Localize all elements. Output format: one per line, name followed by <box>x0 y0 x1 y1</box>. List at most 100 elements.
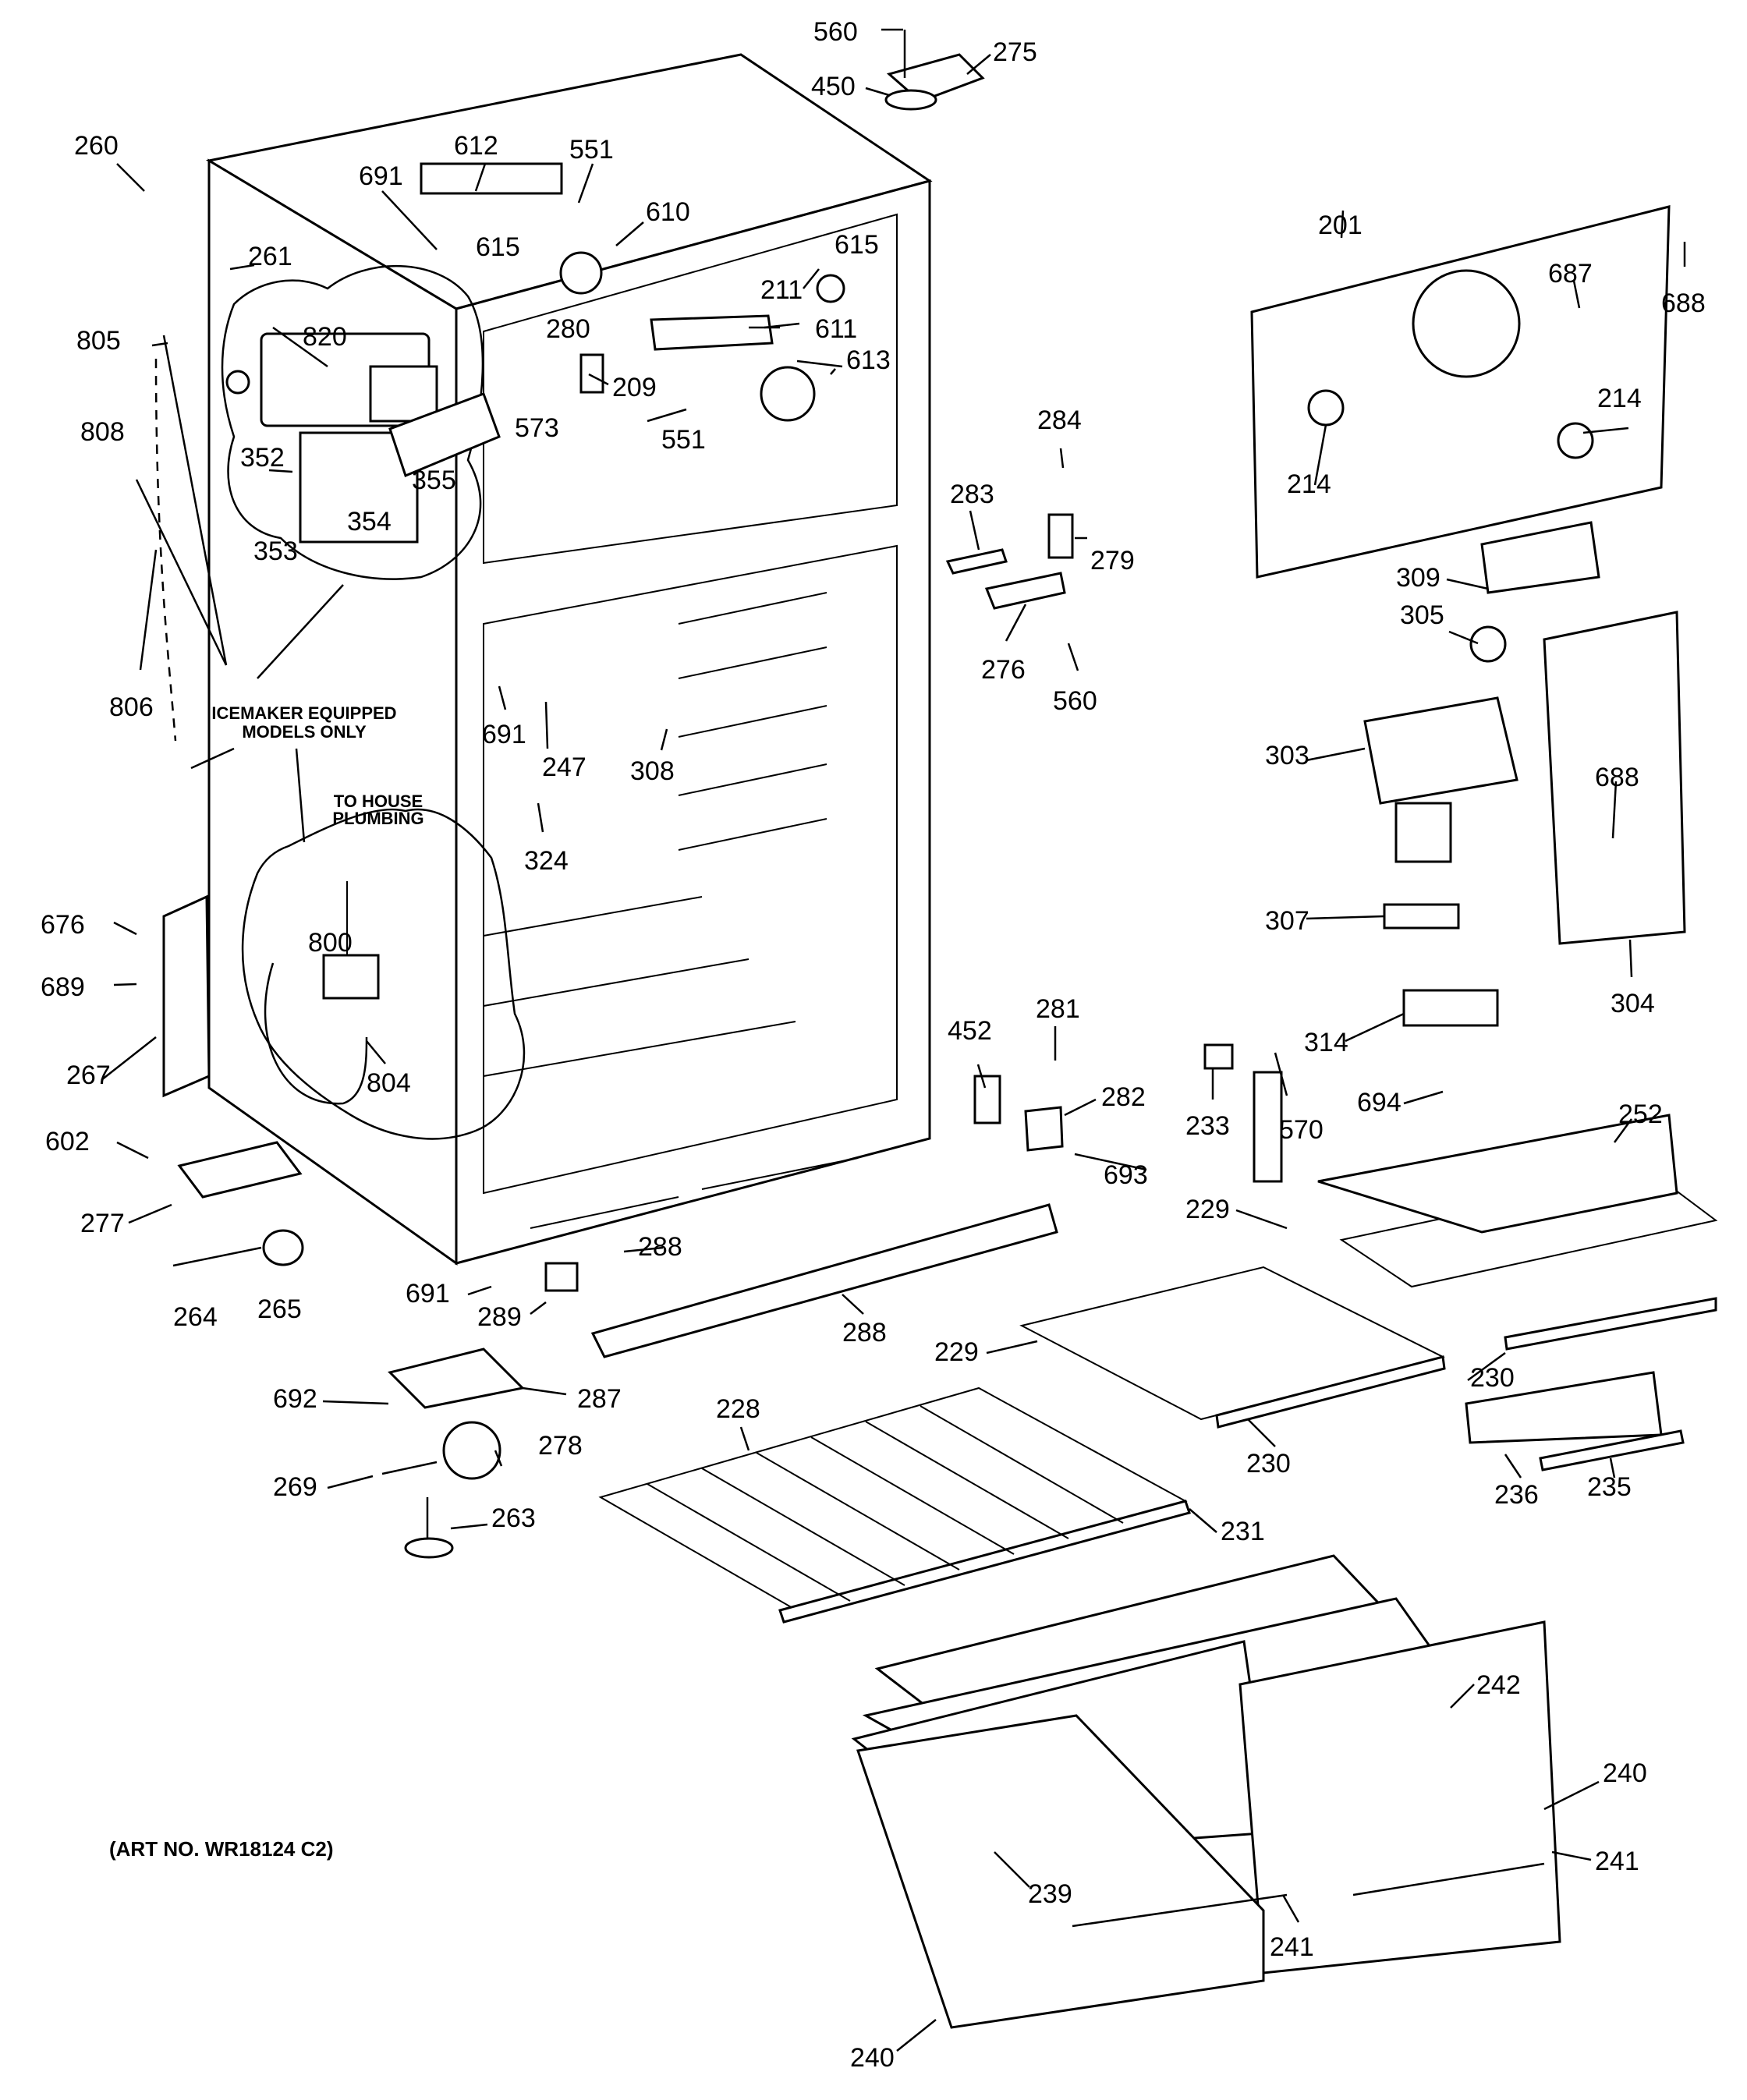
part-label: 229 <box>934 1337 979 1367</box>
part-label: 610 <box>646 197 690 227</box>
part-label: 261 <box>248 242 292 271</box>
part-label: 231 <box>1221 1517 1265 1546</box>
part-label: 688 <box>1661 289 1706 318</box>
part-label: 284 <box>1037 405 1082 435</box>
part-label: 279 <box>1090 546 1135 575</box>
part-label: 304 <box>1611 989 1655 1018</box>
part-label: 247 <box>542 753 586 782</box>
part-label: 611 <box>815 314 857 344</box>
part-label: 676 <box>41 910 85 940</box>
part-label: 693 <box>1104 1160 1148 1190</box>
part-label: 352 <box>240 443 285 473</box>
part-label: 201 <box>1318 211 1363 240</box>
part-label: 214 <box>1287 469 1331 499</box>
part-label: 280 <box>546 314 590 344</box>
plumbing-note-line1: TO HOUSE <box>334 791 423 811</box>
part-label: 560 <box>813 17 858 47</box>
part-label: 252 <box>1618 1100 1663 1129</box>
plumbing-note-line2: PLUMBING <box>332 809 423 828</box>
part-label: 230 <box>1246 1449 1291 1478</box>
water-valve-detail <box>241 808 526 1140</box>
part-label: 452 <box>948 1016 992 1046</box>
part-label: 687 <box>1548 259 1593 289</box>
part-label: 324 <box>524 846 569 876</box>
part-label: 230 <box>1470 1363 1515 1393</box>
shelves <box>598 1114 1718 1624</box>
icemaker-note-line1: ICEMAKER EQUIPPED <box>211 703 396 723</box>
part-label: 820 <box>303 322 347 352</box>
part-label: 307 <box>1265 906 1309 936</box>
part-label: 355 <box>412 466 456 495</box>
part-label: 615 <box>835 230 879 260</box>
part-label: 287 <box>577 1384 622 1414</box>
part-label: 691 <box>482 720 526 749</box>
part-label: 613 <box>846 345 891 375</box>
part-label: 267 <box>66 1061 111 1090</box>
part-label: 309 <box>1396 563 1440 593</box>
part-label: 211 <box>760 275 803 305</box>
part-label: 241 <box>1595 1847 1639 1876</box>
art-number: (ART NO. WR18124 C2) <box>109 1837 334 1861</box>
part-label: 275 <box>993 37 1037 67</box>
part-label: 260 <box>74 131 119 161</box>
part-label: 800 <box>308 928 353 958</box>
part-label: 689 <box>41 972 85 1002</box>
icemaker-detail <box>221 264 501 580</box>
part-label: 308 <box>630 756 675 786</box>
part-label: 305 <box>1400 600 1444 630</box>
part-label: 228 <box>716 1394 760 1424</box>
part-label: 303 <box>1265 741 1309 770</box>
part-label: 288 <box>638 1232 682 1262</box>
part-label: 233 <box>1185 1111 1230 1141</box>
leader-lines <box>101 28 1686 2052</box>
part-label: 209 <box>612 373 657 402</box>
part-label: 806 <box>109 692 154 722</box>
part-label: 551 <box>569 135 614 165</box>
part-label: 804 <box>367 1068 411 1098</box>
part-label: 288 <box>842 1318 887 1347</box>
top-hinge <box>884 30 985 111</box>
part-labels: 560 275 450 260 612 551 691 610 261 615 … <box>41 17 1706 2073</box>
part-label: 283 <box>950 480 994 509</box>
part-label: 242 <box>1476 1670 1521 1700</box>
part-label: 692 <box>273 1384 317 1414</box>
bottom-parts <box>381 1203 1058 1559</box>
part-label: 277 <box>80 1209 125 1238</box>
hinge-brackets <box>162 513 1283 1267</box>
part-label: 214 <box>1597 384 1642 413</box>
part-label: 354 <box>347 507 392 537</box>
part-label: 263 <box>491 1503 536 1533</box>
part-label: 353 <box>253 537 298 566</box>
part-label: 289 <box>477 1302 522 1332</box>
part-label: 560 <box>1053 686 1097 716</box>
part-label: 691 <box>359 161 403 191</box>
part-label: 240 <box>1603 1758 1647 1788</box>
part-label: 314 <box>1304 1028 1348 1057</box>
part-label: 269 <box>273 1472 317 1502</box>
part-label: 282 <box>1101 1082 1146 1112</box>
part-label: 805 <box>76 326 121 356</box>
notes: ICEMAKER EQUIPPED MODELS ONLY TO HOUSE P… <box>109 703 424 1861</box>
part-label: 278 <box>538 1431 583 1461</box>
part-label: 551 <box>661 425 706 455</box>
icemaker-note-line2: MODELS ONLY <box>242 722 367 742</box>
part-label: 688 <box>1595 763 1639 792</box>
refrigerator-cabinet <box>205 53 933 1266</box>
part-label: 694 <box>1357 1088 1401 1117</box>
part-label: 240 <box>850 2043 895 2073</box>
part-label: 570 <box>1279 1115 1324 1145</box>
part-label: 691 <box>406 1279 450 1309</box>
air-duct-parts <box>1363 521 1686 1027</box>
part-label: 265 <box>257 1294 302 1324</box>
part-label: 229 <box>1185 1195 1230 1224</box>
fan-assembly <box>420 162 845 422</box>
part-label: 808 <box>80 417 125 447</box>
evaporator-cover <box>1250 205 1671 579</box>
part-label: 239 <box>1028 1879 1072 1909</box>
part-label: 602 <box>45 1127 90 1156</box>
part-label: 612 <box>454 131 498 161</box>
part-label: 276 <box>981 655 1026 685</box>
part-label: 264 <box>173 1302 218 1332</box>
